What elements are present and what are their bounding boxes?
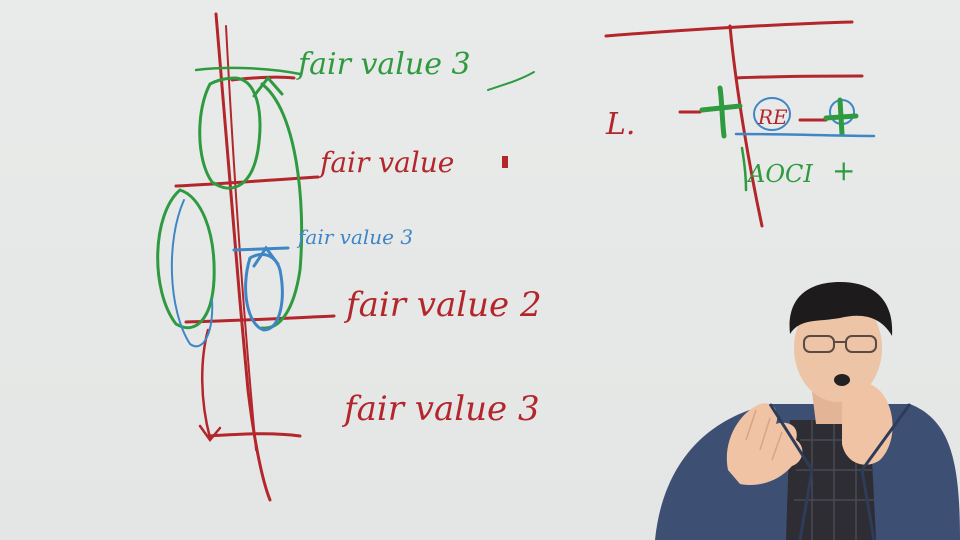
green-top-bar — [194, 66, 302, 76]
label-fair-value-red: fair value — [318, 146, 454, 179]
blue-level-mark — [232, 246, 290, 252]
glasses-right-lens — [845, 335, 877, 353]
re-label: RE — [757, 105, 788, 129]
glasses-left-lens — [803, 335, 835, 353]
re-circle — [753, 97, 791, 131]
presenter-hair — [789, 282, 893, 336]
green-loop-lower-left — [156, 188, 216, 330]
presenter-right-hand — [842, 381, 893, 465]
t-account-vertical-line — [728, 24, 764, 228]
green-loop-upper-left — [198, 76, 262, 190]
t-account-letter-L: L. — [605, 107, 635, 142]
blue-underline — [734, 132, 876, 138]
arrow-head — [198, 424, 222, 443]
red-dot-mark — [502, 156, 508, 168]
level-line-fair-value-3 — [206, 432, 302, 438]
aoci-plus-sign: + — [832, 154, 855, 187]
aoci-label: AOCI — [746, 160, 813, 188]
green-arrow-head-top — [252, 75, 284, 98]
label-fair-value-3-green: fair value 3 — [296, 47, 471, 82]
jacket-lapels — [768, 403, 912, 540]
shirt-plaid — [794, 420, 874, 540]
green-underline-tail — [487, 71, 535, 91]
label-fair-value-3-blue: fair value 3 — [296, 225, 413, 249]
label-fair-value-2: fair value 2 — [343, 285, 542, 325]
presenter-figure — [655, 282, 960, 540]
level-line-fair-value-2 — [184, 314, 336, 324]
vertical-axis-overstroke — [225, 25, 257, 451]
green-loop-right — [260, 82, 304, 330]
arrow-down-to-fv3 — [200, 328, 212, 440]
green-plus-vertical-right — [837, 97, 845, 137]
microphone-icon — [834, 374, 850, 386]
presenter-face — [794, 294, 882, 402]
blue-arrow-head — [252, 245, 280, 268]
blue-loop-left — [170, 199, 214, 348]
t-account-inner-line — [734, 74, 864, 80]
blue-loop-right — [244, 253, 284, 332]
green-plus-vertical-left — [717, 85, 727, 139]
aoci-bracket — [740, 146, 748, 192]
left-hand-fingers — [745, 409, 783, 461]
label-fair-value-3-red: fair value 3 — [341, 389, 540, 429]
